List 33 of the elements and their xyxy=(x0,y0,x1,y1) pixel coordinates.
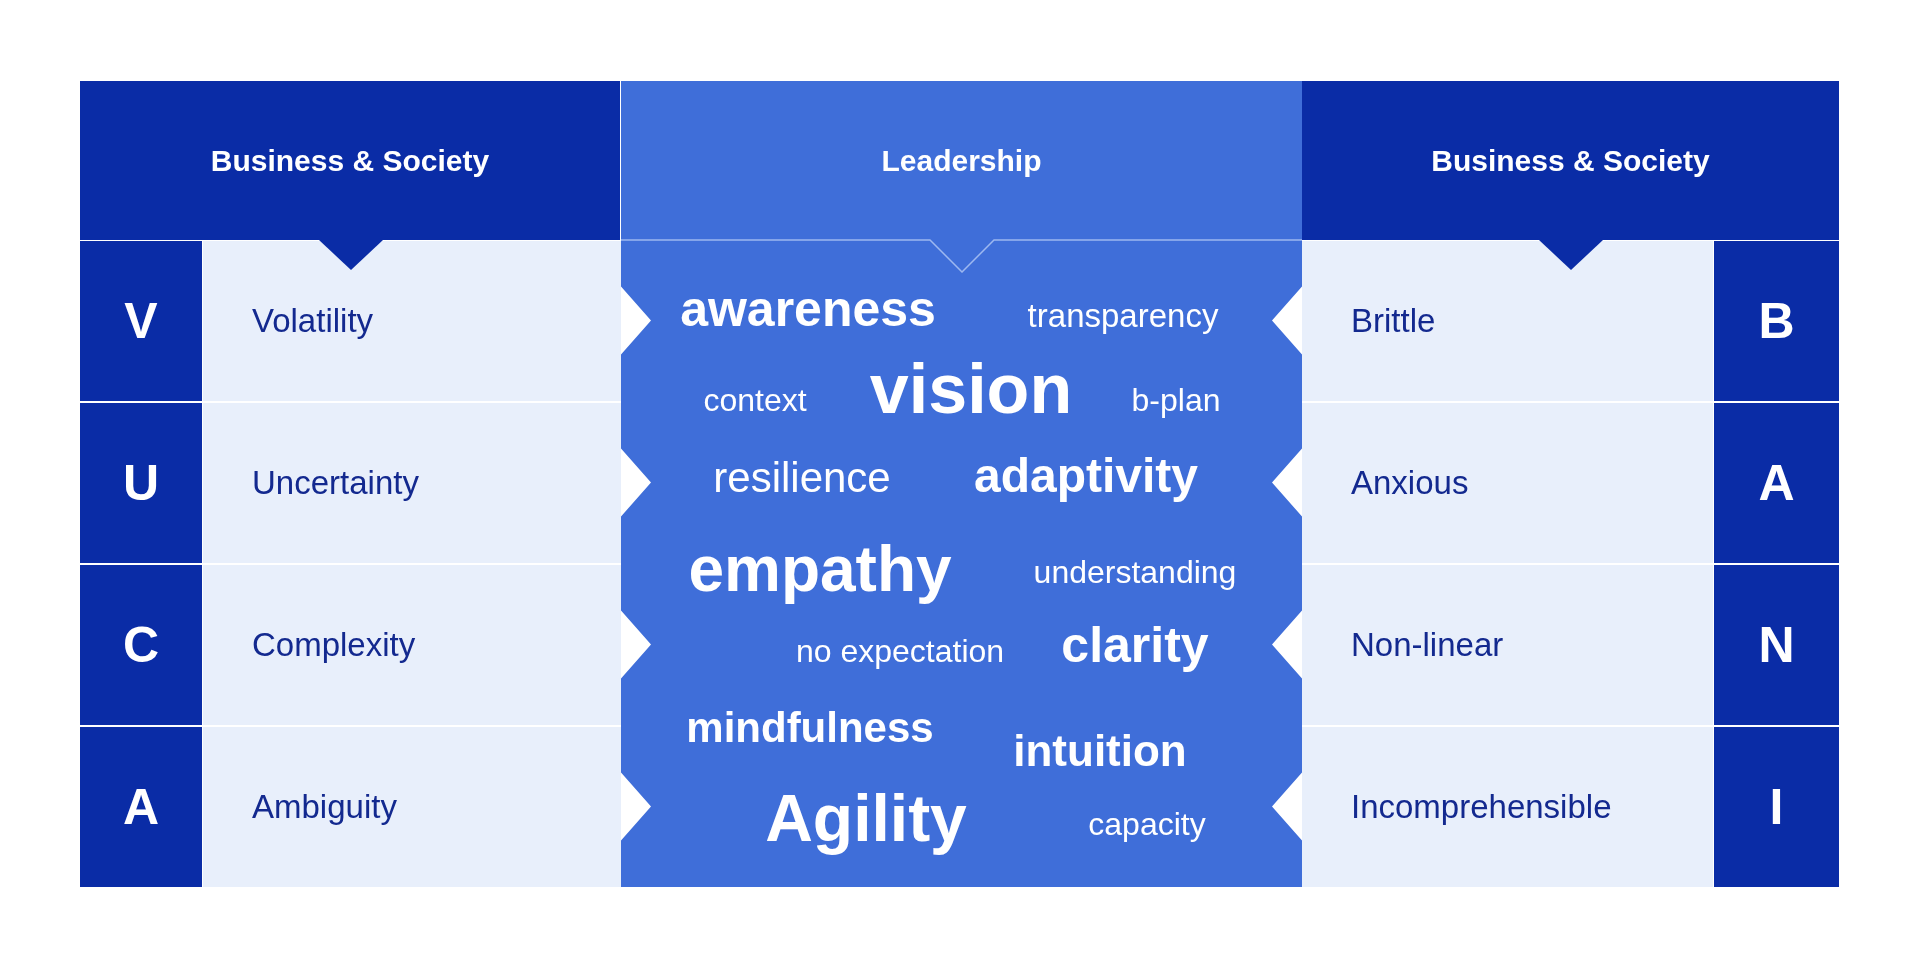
acronym-letter-tile: U xyxy=(80,403,202,563)
cloud-word: b-plan xyxy=(1131,384,1221,416)
cloud-word: intuition xyxy=(1013,729,1187,773)
cloud-word: understanding xyxy=(1033,556,1237,588)
term-panel: Volatility xyxy=(203,241,621,401)
cloud-word: awareness xyxy=(680,284,936,334)
cloud-word: clarity xyxy=(1061,620,1209,670)
header-band: Business & Society xyxy=(1302,81,1839,240)
cloud-word: vision xyxy=(869,354,1073,424)
cloud-word: capacity xyxy=(1088,808,1206,840)
term-panel: Anxious xyxy=(1302,403,1713,563)
acronym-letter-tile: I xyxy=(1714,727,1839,887)
cloud-word: resilience xyxy=(713,457,891,499)
term-panel: Complexity xyxy=(203,565,621,725)
acronym-letter-tile: B xyxy=(1714,241,1839,401)
cloud-word: adaptivity xyxy=(973,452,1199,500)
acronym-letter-tile: A xyxy=(1714,403,1839,563)
term-panel: Non-linear xyxy=(1302,565,1713,725)
header-band: Leadership xyxy=(621,81,1302,240)
acronym-letter-tile: N xyxy=(1714,565,1839,725)
word-cloud-panel xyxy=(621,240,1302,887)
acronym-letter-tile: V xyxy=(80,241,202,401)
cloud-word: no expectation xyxy=(795,635,1005,667)
cloud-word: transparency xyxy=(1027,298,1219,332)
header-band: Business & Society xyxy=(80,81,620,240)
term-panel: Incomprehensible xyxy=(1302,727,1713,887)
term-panel: Uncertainty xyxy=(203,403,621,563)
acronym-letter-tile: A xyxy=(80,727,202,887)
acronym-letter-tile: C xyxy=(80,565,202,725)
cloud-word: mindfulness xyxy=(686,707,934,749)
term-panel: Brittle xyxy=(1302,241,1713,401)
cloud-word: context xyxy=(703,384,807,416)
term-panel: Ambiguity xyxy=(203,727,621,887)
